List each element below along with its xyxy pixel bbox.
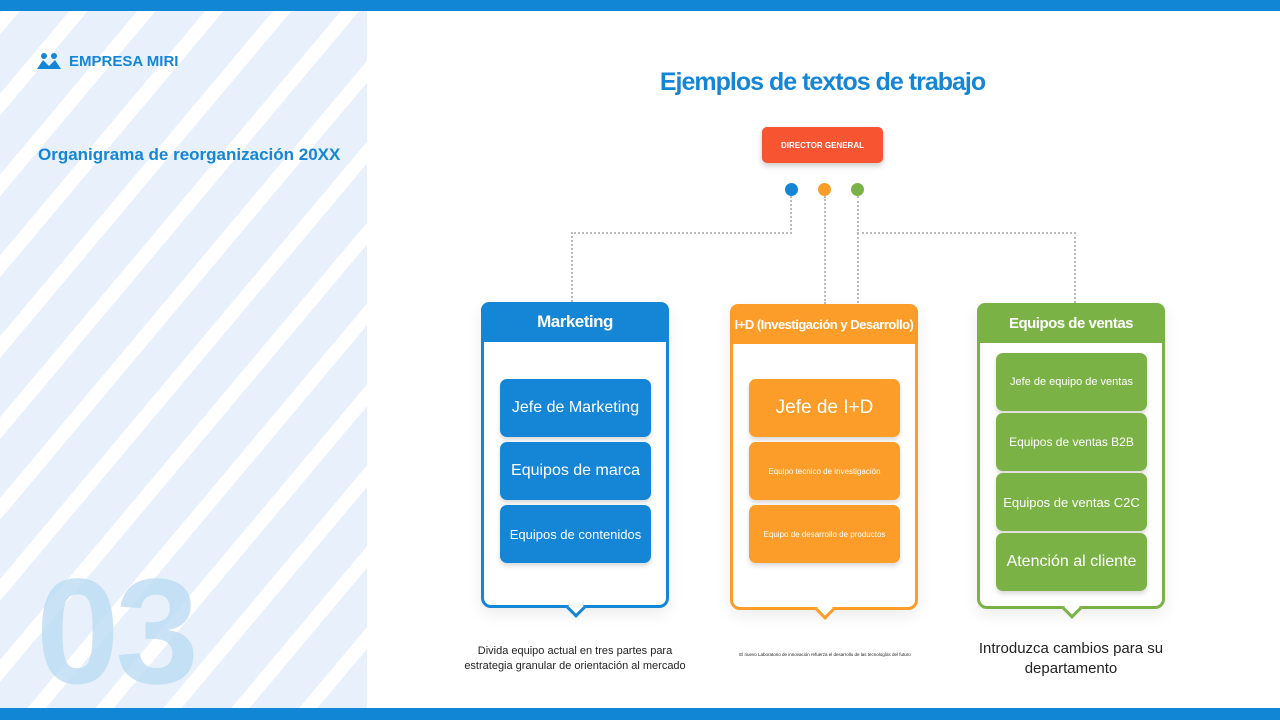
department-note: Divida equipo actual en tres partes para… <box>464 645 686 672</box>
connector-line <box>571 232 792 302</box>
card-header: Equipos de ventas <box>977 303 1165 343</box>
connector-dot-blue <box>785 183 798 196</box>
role-box: Equipos de ventas B2B <box>996 413 1147 471</box>
role-box: Equipo de desarrollo de productos <box>749 505 900 563</box>
card-pointer <box>566 598 586 618</box>
connector-line <box>857 232 1076 303</box>
connector-dot-orange <box>818 183 831 196</box>
connector-line <box>857 196 1075 303</box>
role-box: Equipos de ventas C2C <box>996 473 1147 531</box>
role-box: Equipos de marca <box>500 442 651 500</box>
bottom-bar <box>0 708 1280 720</box>
role-box: Jefe de I+D <box>749 379 900 437</box>
department-note: El nuevo Laboratorio de innovación refue… <box>739 652 911 657</box>
connector-line <box>790 196 792 234</box>
director-box: DIRECTOR GENERAL <box>762 127 883 163</box>
department-note: Introduzca cambios para su departamento <box>978 640 1164 677</box>
role-box: Jefe de Marketing <box>500 379 651 437</box>
card-pointer <box>1062 599 1082 619</box>
section-number: 03 <box>36 547 199 715</box>
role-box: Atención al cliente <box>996 533 1147 591</box>
role-box: Jefe de equipo de ventas <box>996 353 1147 411</box>
connector-line <box>824 196 826 304</box>
page-title: Ejemplos de textos de trabajo <box>659 68 986 96</box>
card-header: I+D (Investigación y Desarrollo) <box>730 304 918 344</box>
top-bar <box>0 0 1280 11</box>
connector-dot-green <box>851 183 864 196</box>
role-box: Equipos de contenidos <box>500 505 651 563</box>
card-pointer <box>815 600 835 620</box>
brand-name: EMPRESA MIRI <box>69 52 179 70</box>
card-header: Marketing <box>481 302 669 342</box>
role-box: Equipo tecnico de investigación <box>749 442 900 500</box>
people-icon <box>37 53 61 69</box>
subtitle: Organigrama de reorganización 20XX <box>38 145 341 164</box>
brand-logo: EMPRESA MIRI <box>37 52 178 70</box>
left-panel <box>0 11 367 708</box>
department-card-sales: Equipos de ventas Jefe de equipo de vent… <box>977 303 1165 619</box>
department-card-marketing: Marketing Jefe de Marketing Equipos de m… <box>481 302 669 618</box>
department-card-rd: I+D (Investigación y Desarrollo) Jefe de… <box>730 304 918 620</box>
